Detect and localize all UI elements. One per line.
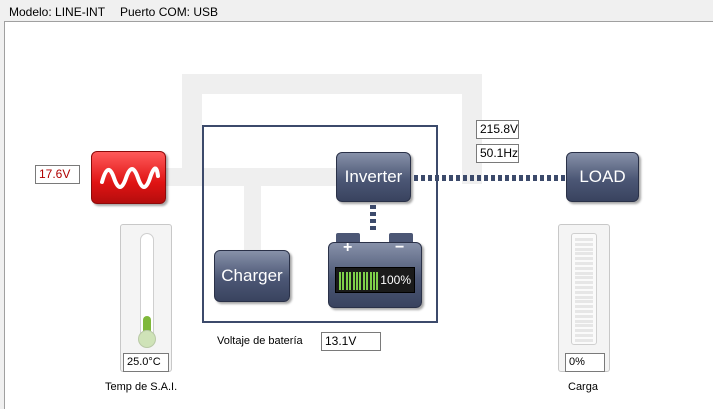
thermometer-tube xyxy=(140,233,154,341)
load-bar-segment xyxy=(575,305,593,309)
battery-minus-sign: − xyxy=(395,239,405,256)
battery-bar-segment xyxy=(339,272,341,290)
battery-voltage-field: 13.1V xyxy=(321,332,381,351)
load-bar-segment xyxy=(575,286,593,289)
load-bar-segment xyxy=(575,242,593,246)
load-bar-segment xyxy=(575,247,593,251)
load-bar-segment xyxy=(575,290,593,294)
inverter-label: Inverter xyxy=(344,167,403,186)
load-bar-segment xyxy=(575,310,593,313)
load-bar-segment xyxy=(575,324,593,328)
ups-internal-frame xyxy=(202,125,438,323)
ac-input-button[interactable] xyxy=(91,151,166,204)
load-bar-segment xyxy=(575,281,593,285)
battery-bar-segment xyxy=(349,272,352,290)
thermometer-fill xyxy=(143,316,151,338)
load-bar-segment xyxy=(575,266,593,270)
load-bar-segment xyxy=(575,262,593,265)
output-link xyxy=(414,175,566,181)
output-voltage-field: 215.8V xyxy=(476,120,519,139)
battery-plus-sign: + xyxy=(343,239,353,256)
battery-bar-segment xyxy=(373,272,375,290)
load-bar-segment xyxy=(575,334,593,337)
com-port-text: Puerto COM: USB xyxy=(120,5,219,19)
battery-bar-segment xyxy=(345,272,348,290)
charger-label: Charger xyxy=(221,266,283,285)
battery-percent: 100% xyxy=(380,273,411,287)
load-label-text: Carga xyxy=(568,381,598,393)
bypass-path-left xyxy=(182,74,202,184)
bypass-path-top xyxy=(182,74,482,94)
input-voltage-field: 17.6V xyxy=(35,165,80,184)
output-frequency-field: 50.1Hz xyxy=(476,144,519,163)
load-bar-segment xyxy=(575,314,593,318)
load-bar-segment xyxy=(575,276,593,280)
load-bar-segment xyxy=(575,252,593,256)
charger-block[interactable]: Charger xyxy=(214,250,290,302)
battery-bar-segment xyxy=(366,272,369,290)
load-bar-segment xyxy=(575,271,593,275)
battery-voltage-label: Voltaje de batería xyxy=(217,335,303,347)
temperature-field: 25.0°C xyxy=(123,353,169,372)
load-bar-segment xyxy=(575,238,593,241)
status-header: Modelo: LINE-INT Puerto COM: USB xyxy=(0,0,713,22)
load-gauge: 0% xyxy=(558,224,610,372)
battery-bar-segment xyxy=(376,272,379,290)
load-field: 0% xyxy=(565,353,605,372)
load-label: LOAD xyxy=(579,167,626,186)
battery-link xyxy=(370,205,376,231)
battery-block[interactable]: + − 100% xyxy=(328,239,422,308)
sine-wave-icon xyxy=(100,166,160,189)
thermometer-bulb xyxy=(138,330,156,348)
load-bar-segment xyxy=(575,319,593,323)
battery-bar-segment xyxy=(342,272,345,290)
load-bar-segment xyxy=(575,295,593,299)
load-block[interactable]: LOAD xyxy=(566,152,639,202)
model-text: Modelo: LINE-INT xyxy=(9,5,106,19)
load-bar-segment xyxy=(575,257,593,261)
battery-bar-segment xyxy=(356,272,358,290)
load-level-bar xyxy=(571,233,597,345)
battery-level-bars xyxy=(339,272,379,290)
battery-bar-segment xyxy=(352,272,355,290)
battery-bar-segment xyxy=(359,272,362,290)
battery-bar-segment xyxy=(362,272,365,290)
load-bar-segment xyxy=(575,300,593,304)
temperature-label: Temp de S.A.I. xyxy=(105,381,178,393)
charger-path xyxy=(244,168,261,250)
load-bar-segment xyxy=(575,338,593,342)
battery-bar-segment xyxy=(369,272,372,290)
load-bar-segment xyxy=(575,329,593,333)
temperature-gauge: 25.0°C xyxy=(120,224,172,372)
battery-level-display: 100% xyxy=(335,267,415,293)
inverter-block[interactable]: Inverter xyxy=(336,152,411,202)
